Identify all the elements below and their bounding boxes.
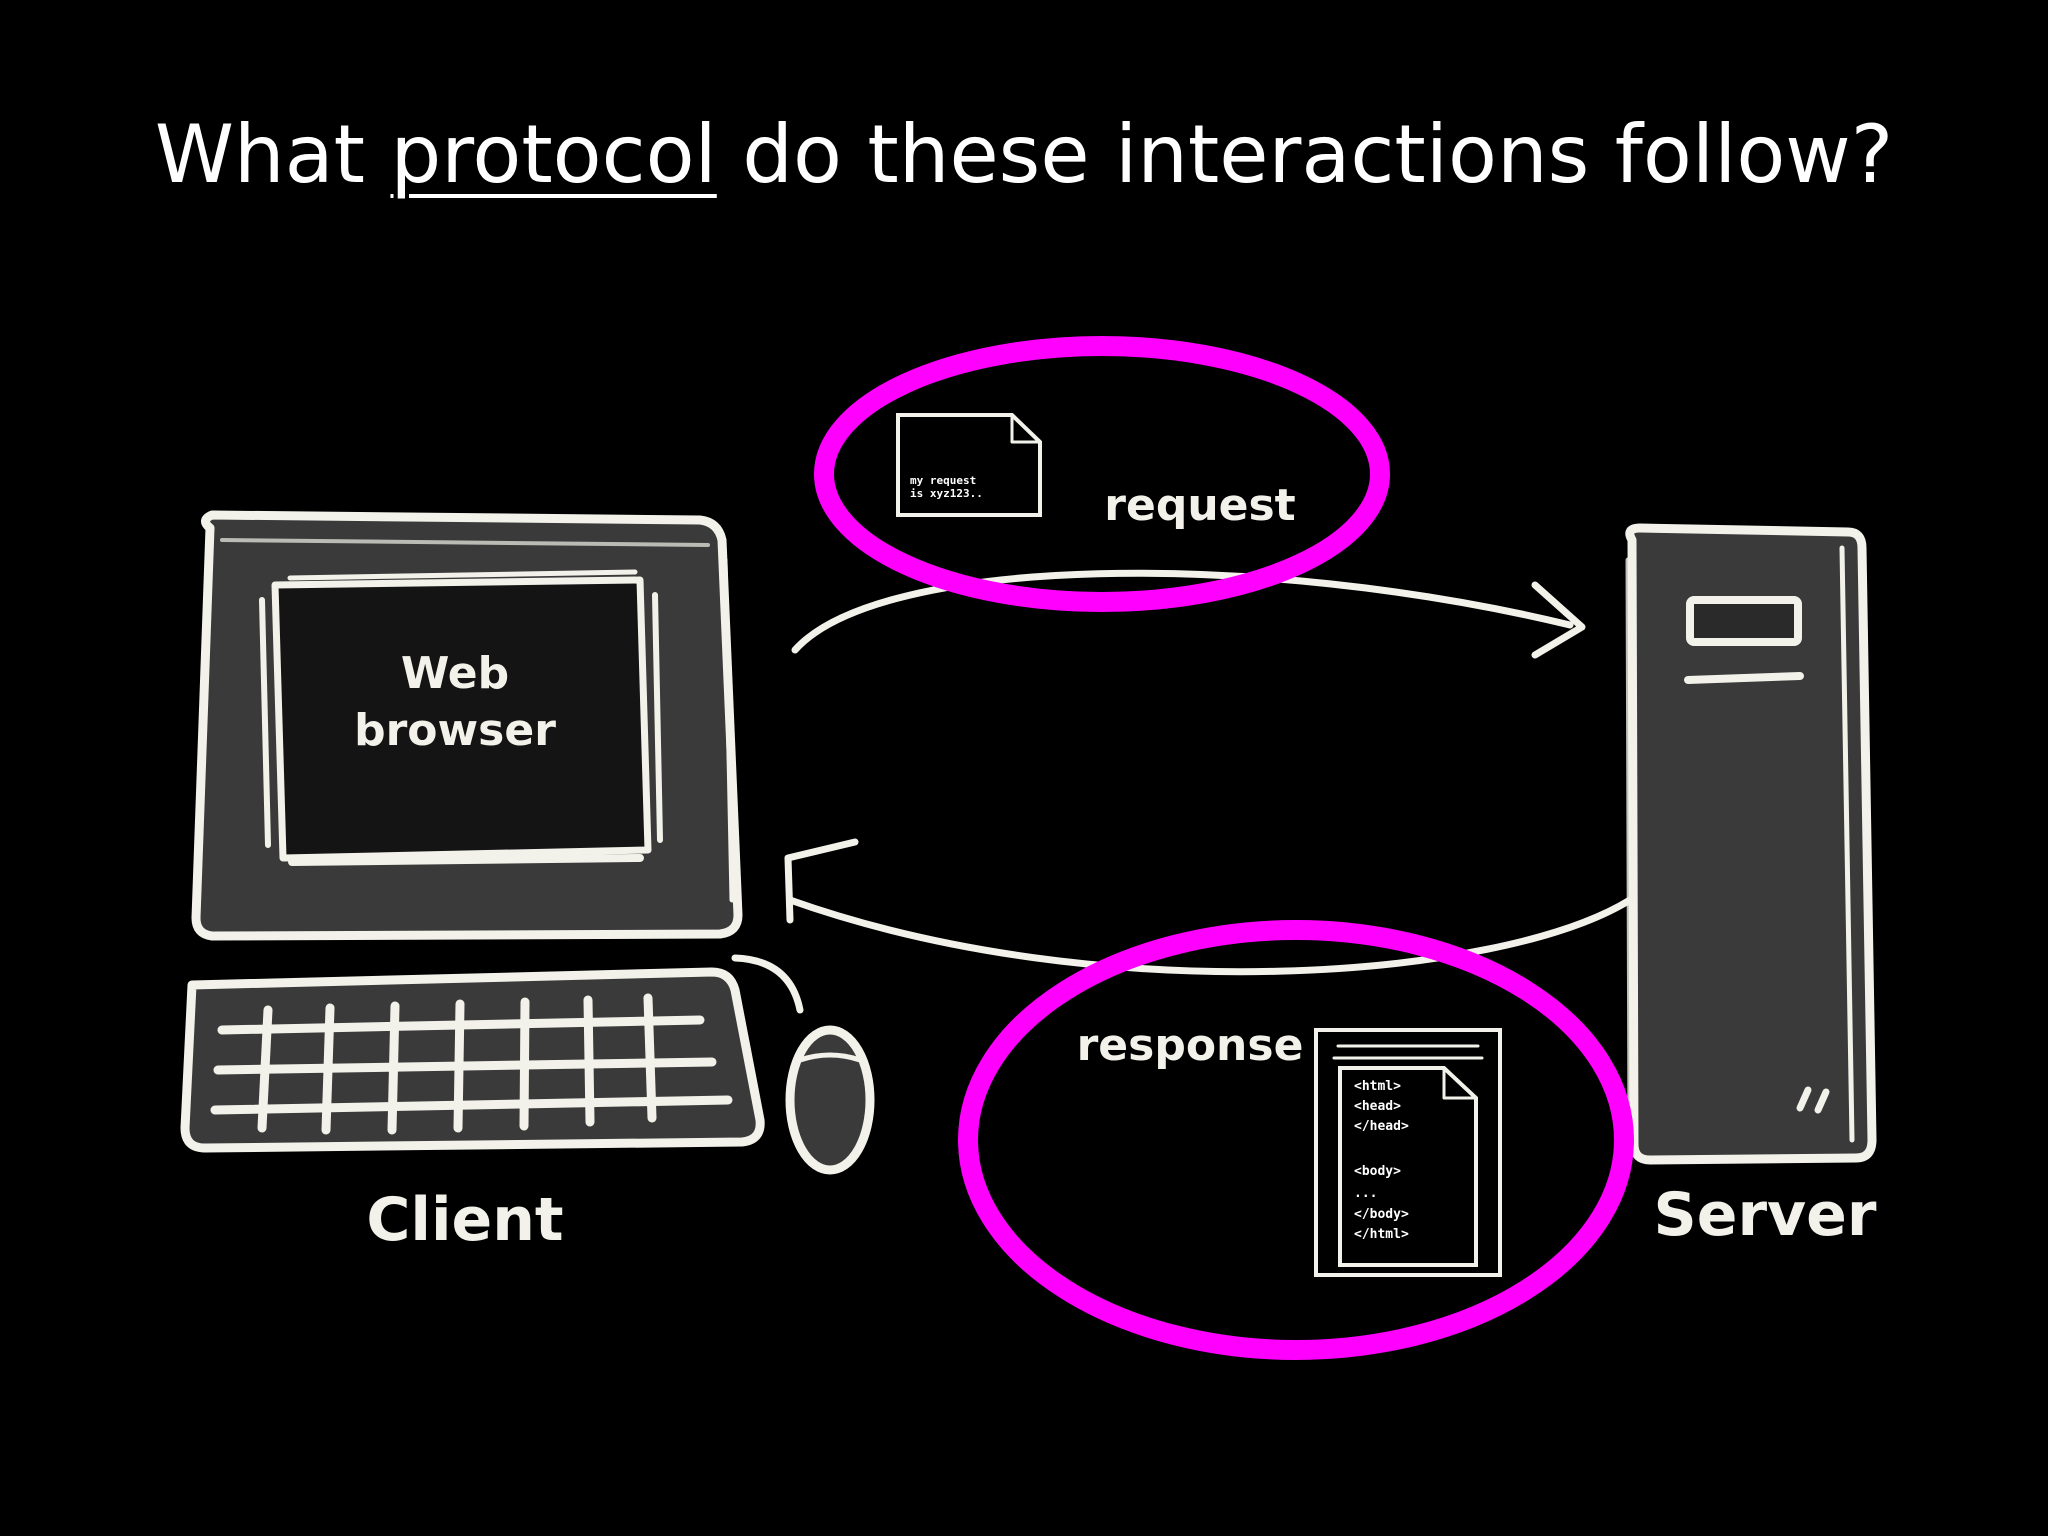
title-emphasis-protocol: protocol	[390, 108, 717, 201]
request-arrowhead	[1531, 581, 1586, 659]
response-document-icon: <html> <head> </head> <body> ... </body>…	[1314, 1028, 1502, 1277]
keyboard-icon	[180, 967, 765, 1153]
response-code: <html> <head> </head> <body> ... </body>…	[1354, 1079, 1417, 1242]
mouse-icon	[731, 954, 875, 1175]
request-document-icon: my request is xyz123..	[896, 413, 1042, 517]
response-code-line: ...	[1354, 1186, 1377, 1201]
slide-title: What protocol do these interactions foll…	[0, 105, 2048, 205]
server-tower-icon	[1625, 523, 1877, 1165]
response-code-line: </html>	[1354, 1227, 1409, 1242]
request-doc-line1: my request	[910, 474, 976, 487]
computer-monitor-icon: Web browser	[191, 510, 743, 941]
screen-text-web: Web	[401, 648, 509, 699]
response-code-line: <head>	[1354, 1099, 1401, 1114]
request-arrow	[791, 569, 1574, 654]
response-highlight-circle	[958, 920, 1634, 1360]
request-label: request	[1104, 480, 1295, 531]
response-code-line: <body>	[1354, 1164, 1401, 1179]
response-code-line: </head>	[1354, 1119, 1409, 1134]
server-label: Server	[1654, 1180, 1877, 1250]
screen-text-browser: browser	[354, 705, 556, 756]
title-suffix: do these interactions follow?	[716, 108, 1894, 201]
response-arrow	[786, 896, 1634, 976]
response-arrowhead	[784, 838, 859, 924]
response-label: response	[1077, 1020, 1304, 1071]
response-code-line: </body>	[1354, 1207, 1409, 1222]
request-doc-line2: is xyz123..	[910, 487, 983, 500]
request-highlight-circle	[814, 336, 1390, 612]
response-code-line: <html>	[1354, 1079, 1401, 1094]
title-prefix: What	[154, 108, 391, 201]
client-label: Client	[366, 1185, 563, 1255]
